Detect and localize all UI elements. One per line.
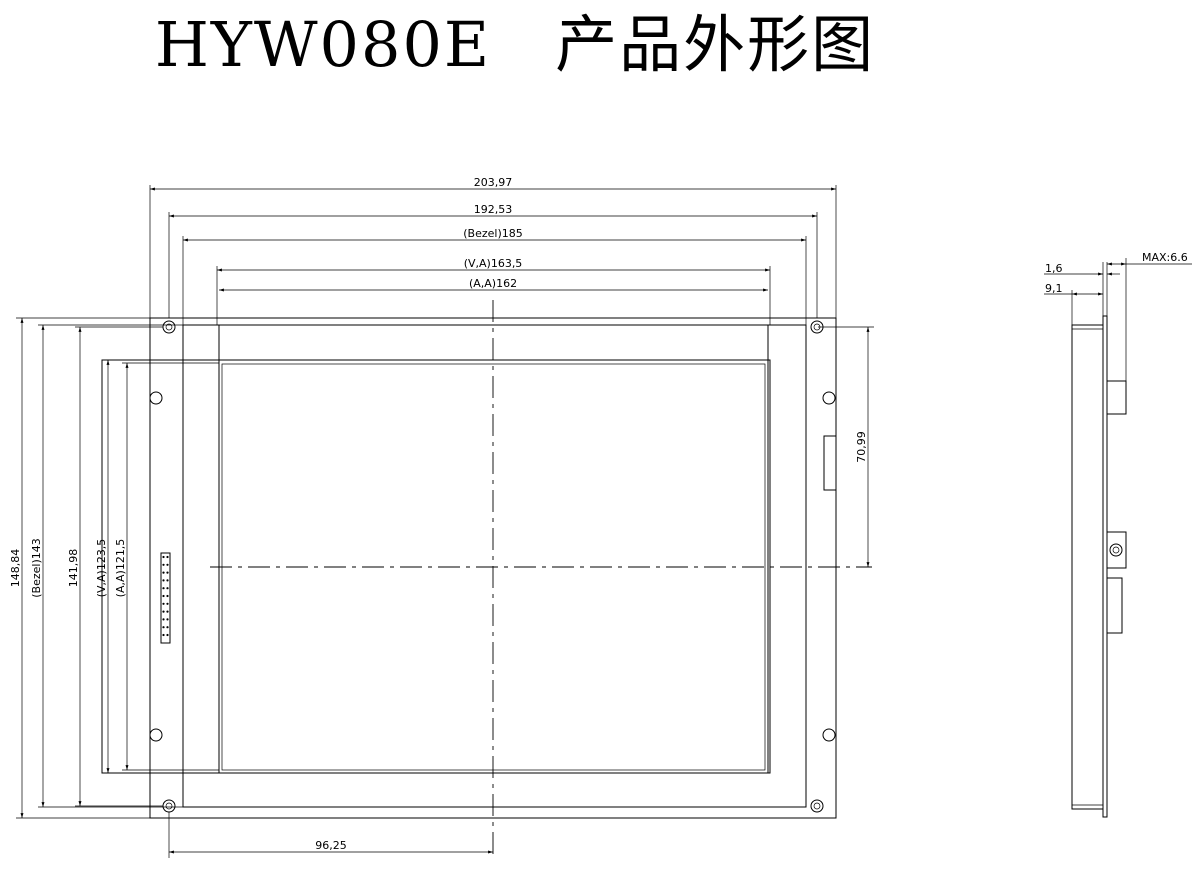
side-view: 1,6 9,1 MAX:6.6 [1044,251,1192,818]
connector-pin [162,633,165,637]
dim-aa-width: (A,A)162 [469,277,517,290]
side-bezel [1102,315,1108,818]
mounting-hole [822,728,836,742]
dim-bezel-width: (Bezel)185 [463,227,523,240]
dim-va-height: (V,A)123,5 [95,539,108,598]
connector-pin [166,602,169,605]
connector-pin [166,633,169,637]
mounting-hole [149,391,163,405]
dim-overall-height: 148,84 [9,549,22,588]
side-connector [1106,531,1127,569]
dim-center-height: 70,99 [855,431,868,463]
connector-pin [162,579,165,582]
front-view: 203,97 192,53 (Bezel)185 (V,A)163,5 (A,A… [9,176,874,860]
connector-pin [162,610,165,613]
dim-hole-pitch-width: 192,53 [474,203,513,216]
dim-hole-pitch-height: 141,98 [67,549,80,588]
dim-overall-width: 203,97 [474,176,513,189]
connector-pin [162,587,165,590]
dim-aa-height: (A,A)121,5 [114,539,127,598]
connector-pin [166,610,169,613]
bezel-outline [182,324,807,808]
viewing-area-outline [101,359,771,774]
mounting-hole [822,391,836,405]
connector-pin [166,555,169,559]
connector [160,552,171,644]
connector-pin [166,587,169,590]
mounting-hole [162,799,176,813]
side-panel [1071,324,1104,810]
connector-pin [162,626,165,629]
connector-pin [162,555,165,559]
active-area-outline [218,359,769,774]
dim-bezel-height: (Bezel)143 [30,538,43,598]
connector-pin [166,571,169,574]
mounting-holes [149,320,836,813]
connector-pin [162,618,165,621]
dim-side-max: MAX:6.6 [1142,251,1188,264]
connector-pin [166,626,169,629]
dim-side-2: 9,1 [1045,282,1063,295]
frame-notch [823,435,836,491]
connector-pin [166,594,169,598]
side-component [1106,380,1127,415]
connector-pin [166,579,169,582]
mounting-hole [162,320,176,334]
dim-side-1: 1,6 [1045,262,1063,275]
connector-pin [166,618,169,621]
drawing-title: HYW080E 产品外形图 [154,8,876,81]
connector-pin [162,602,165,605]
connector-pin [162,594,165,598]
mounting-hole [149,728,163,742]
connector-pin [166,563,169,566]
dim-va-width: (V,A)163,5 [464,257,523,270]
side-component [1106,577,1123,634]
connector-pin [162,571,165,574]
dim-center-width: 96,25 [315,839,347,852]
mounting-hole [810,799,824,813]
connector-pin [162,563,165,566]
